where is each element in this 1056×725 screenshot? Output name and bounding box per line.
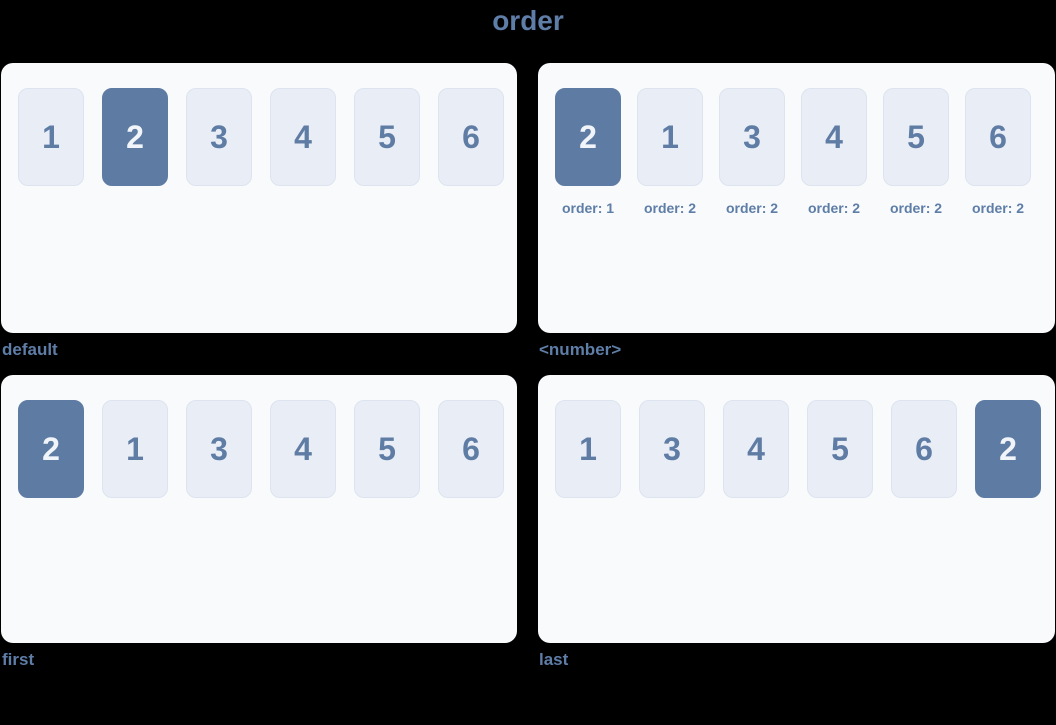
order-value-label: order: 2 — [807, 200, 861, 216]
flex-items-row: 2 1 3 4 5 6 — [18, 400, 517, 498]
flex-item: 2 — [555, 88, 621, 186]
order-value-label: order: 1 — [561, 200, 615, 216]
flex-item: 3 — [639, 400, 705, 498]
panel-label-default: default — [2, 340, 58, 359]
flex-item-unit: 6 order: 2 — [965, 88, 1031, 216]
flex-item: 5 — [354, 400, 420, 498]
flex-item: 1 — [637, 88, 703, 186]
order-value-label: order: 2 — [643, 200, 697, 216]
panel-label-number: <number> — [539, 340, 622, 359]
flex-item-unit: 2 order: 1 — [555, 88, 621, 216]
flex-item: 5 — [883, 88, 949, 186]
flex-item: 6 — [891, 400, 957, 498]
flex-item: 5 — [354, 88, 420, 186]
panel-label-first: first — [2, 650, 35, 669]
flex-item: 4 — [801, 88, 867, 186]
flex-items-row: 2 order: 1 1 order: 2 3 order: 2 4 order… — [555, 88, 1055, 216]
order-value-label: order: 2 — [971, 200, 1025, 216]
flex-items-row: 1 2 3 4 5 6 — [18, 88, 517, 186]
flex-item: 4 — [270, 88, 336, 186]
flex-item: 2 — [102, 88, 168, 186]
flex-item-unit: 5 order: 2 — [883, 88, 949, 216]
flex-item: 4 — [723, 400, 789, 498]
flex-item: 3 — [186, 88, 252, 186]
panel-cell-default: 1 2 3 4 5 6 default — [1, 63, 517, 375]
flex-item: 3 — [186, 400, 252, 498]
panel-number: 2 order: 1 1 order: 2 3 order: 2 4 order… — [538, 63, 1055, 333]
panel-cell-first: 2 1 3 4 5 6 first — [1, 375, 517, 685]
flex-item: 1 — [18, 88, 84, 186]
flex-item: 1 — [555, 400, 621, 498]
flex-item-unit: 3 order: 2 — [719, 88, 785, 216]
flex-item: 1 — [102, 400, 168, 498]
flex-item: 2 — [18, 400, 84, 498]
flex-item-unit: 1 order: 2 — [637, 88, 703, 216]
panel-default: 1 2 3 4 5 6 — [1, 63, 517, 333]
panel-cell-number: 2 order: 1 1 order: 2 3 order: 2 4 order… — [538, 63, 1055, 375]
panel-first: 2 1 3 4 5 6 — [1, 375, 517, 643]
flex-item-unit: 4 order: 2 — [801, 88, 867, 216]
flex-item: 4 — [270, 400, 336, 498]
order-value-label: order: 2 — [889, 200, 943, 216]
panel-label-last: last — [539, 650, 569, 669]
panel-last: 1 3 4 5 6 2 — [538, 375, 1055, 643]
flex-items-row: 1 3 4 5 6 2 — [555, 400, 1055, 498]
flex-item: 2 — [975, 400, 1041, 498]
page-title: order — [492, 5, 564, 36]
flex-item: 5 — [807, 400, 873, 498]
flex-item: 3 — [719, 88, 785, 186]
demo-grid: 1 2 3 4 5 6 default 2 order: 1 1 order: … — [1, 63, 1056, 685]
flex-item: 6 — [438, 88, 504, 186]
order-value-label: order: 2 — [725, 200, 779, 216]
panel-cell-last: 1 3 4 5 6 2 last — [538, 375, 1055, 685]
flex-item: 6 — [438, 400, 504, 498]
flex-item: 6 — [965, 88, 1031, 186]
